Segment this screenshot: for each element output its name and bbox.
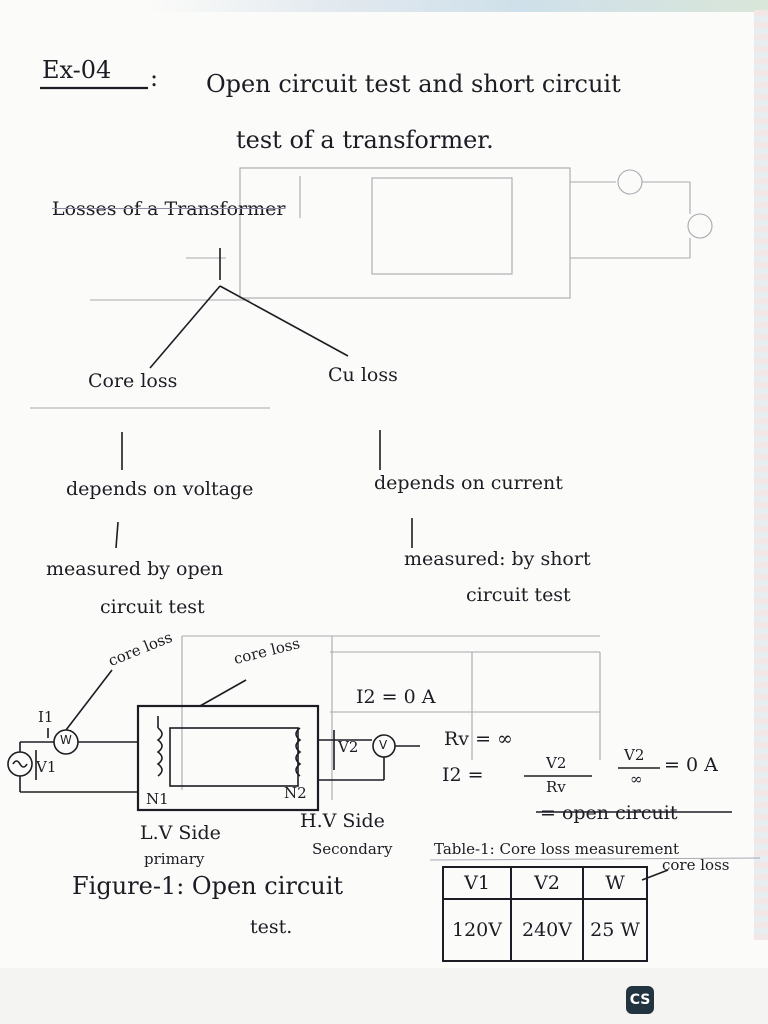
loss-tree-lines [115,248,413,549]
v2-label: V2 [338,738,359,756]
title-line-1: Open circuit test and short circuit [206,70,621,98]
hv-side-label: H.V Side [300,810,385,832]
title-colon: : [150,64,159,92]
secondary-label: Secondary [312,840,393,858]
primary-winding [156,716,163,777]
table-row: 120V 240V 25 W [442,898,648,962]
result-zero-amp: = 0 A [664,754,718,776]
cu-loss-node: Cu loss [328,364,398,386]
lv-side-label: L.V Side [140,822,221,844]
faint-grid [181,635,601,800]
n2-label: N2 [284,784,307,802]
handwritten-drawings [7,86,761,881]
table-header-row: V1 V2 W [442,866,648,900]
notebook-page [0,0,768,968]
fraction-denominator: Rv [546,778,566,796]
title-line-2: test of a transformer. [236,126,494,154]
secondary-winding [295,727,302,777]
figure-caption-line-2: test. [250,916,293,938]
rv-equation: Rv = ∞ [444,728,513,750]
core-depends-text: depends on voltage [66,478,254,500]
wattmeter-icon-label: W [60,733,72,747]
i2-formula-label: I2 = [442,764,484,786]
table-header-cell: V1 [442,866,512,900]
table-caption-underline [429,857,761,861]
table-header-cell: W [582,866,648,900]
open-circuit-note: = open circuit [540,802,678,824]
core-measured-line-2: circuit test [100,596,205,618]
figure-caption-line-1: Figure-1: Open circuit [72,872,344,900]
core-measured-line-1: measured by open [46,558,224,580]
cu-measured-line-1: measured: by short [404,548,591,570]
table-side-note: core loss [662,856,730,874]
fraction2-numerator: V2 [624,746,645,764]
v1-label: V1 [36,758,57,776]
i1-label: I1 [38,708,54,726]
fraction-numerator: V2 [546,754,567,772]
table-header-cell: V2 [510,866,584,900]
transformer-core [136,704,320,812]
table-cell: 240V [510,898,584,962]
secondary-circuit [199,679,420,781]
table-cell: 25 W [582,898,648,962]
losses-heading: Losses of a Transformer [52,198,286,220]
i2-equation: I2 = 0 A [356,686,436,708]
page-edge-right [754,10,768,940]
cu-depends-text: depends on current [374,472,563,494]
core-loss-table: V1 V2 W 120V 240V 25 W [442,866,648,962]
n1-label: N1 [146,790,169,808]
primary-circuit [7,669,138,793]
table-caption: Table-1: Core loss measurement [434,840,680,858]
exercise-number: Ex-04 [42,56,112,84]
cu-measured-line-2: circuit test [466,584,571,606]
fraction2-denominator: ∞ [630,770,643,788]
voltmeter-icon-label: V [379,738,388,752]
bleed-through-sketch [30,167,713,409]
table-cell: 120V [442,898,512,962]
page-edge-top [150,0,768,12]
primary-label: primary [144,850,205,868]
core-loss-node: Core loss [88,370,178,392]
camscanner-badge: CS [626,986,654,1014]
